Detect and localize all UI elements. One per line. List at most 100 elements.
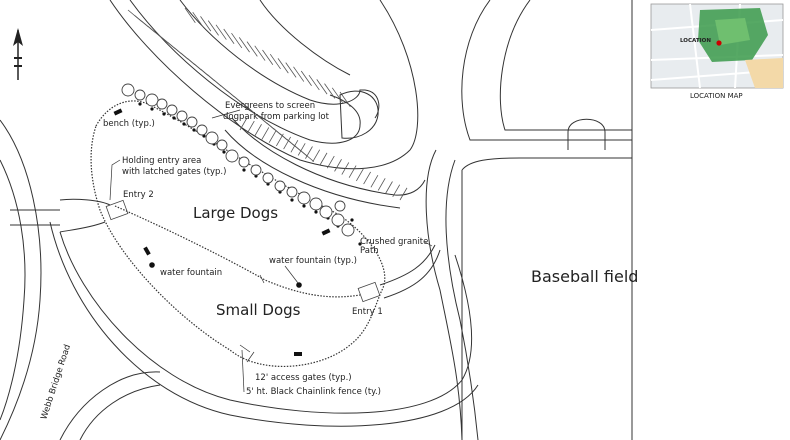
evergreen-tree-icon — [121, 83, 135, 97]
parking-stall-line — [276, 133, 284, 147]
parking-stall-line — [324, 83, 336, 99]
parking-stall-line — [305, 146, 313, 159]
parking-stall-line — [285, 62, 297, 78]
parking-stall-line — [363, 171, 371, 185]
parking-stall-line — [254, 45, 266, 61]
shrub-dot-icon — [138, 102, 142, 106]
parking-stall-line — [207, 20, 219, 36]
shrub-dot-icon — [172, 116, 176, 120]
parking-stall-line — [246, 41, 258, 57]
parking-stall-line — [316, 79, 328, 95]
road-label: Webb Bridge Road — [39, 343, 73, 421]
shrub-dot-icon — [222, 150, 226, 154]
evergreen-tree-icon — [297, 191, 311, 205]
parking-stall-line — [297, 143, 306, 156]
parking-stall-line — [293, 66, 305, 82]
evergreen-tree-icon — [331, 213, 345, 227]
shrub-dot-icon — [162, 112, 166, 116]
location-map-caption: LOCATION MAP — [690, 92, 743, 100]
roads — [0, 0, 632, 440]
evergreen-tree-icon — [238, 156, 250, 168]
shrub-dot-icon — [182, 122, 186, 126]
evergreen-tree-icon — [216, 139, 228, 151]
holding-area-label-1: Holding entry area — [122, 156, 201, 166]
evergreen-tree-icon — [166, 104, 178, 116]
evergreen-tree-icon — [250, 164, 262, 176]
entry-1-label: Entry 1 — [352, 307, 383, 317]
parking-stall-line — [341, 162, 350, 175]
parking-stall-line — [192, 11, 204, 28]
entry-1-gate — [357, 281, 381, 303]
shrub-dot-icon — [358, 242, 362, 246]
parking-stall-line — [392, 184, 401, 198]
crushed-granite-label-1: Crushed granite — [360, 237, 428, 247]
parking-stall-line — [238, 37, 250, 53]
shrub-dot-icon — [314, 210, 318, 214]
entry-2-gate — [105, 199, 129, 221]
parking-stall-line — [283, 136, 291, 150]
evergreen-tree-icon — [334, 200, 346, 212]
north-arrow-icon — [13, 28, 23, 80]
evergreens-label-1: Evergreens to screen — [225, 101, 315, 111]
parking-stall-line — [254, 124, 262, 137]
fence-label: 5' ht. Black Chainlink fence (ty.) — [246, 387, 381, 397]
parking-stall-line — [377, 178, 386, 191]
parking-stall-line — [268, 130, 277, 143]
water-fountain-right-icon — [296, 282, 302, 288]
crushed-granite-label-2: Path — [360, 246, 379, 256]
evergreen-tree-icon — [205, 131, 219, 145]
evergreen-tree-icon — [134, 89, 146, 101]
evergreen-tree-icon — [262, 172, 274, 184]
parking-stall-line — [326, 155, 335, 169]
evergreens-label-2: dogpark from parking lot — [223, 112, 330, 122]
shrub-dot-icon — [150, 107, 154, 111]
parking-stall-line — [269, 53, 281, 70]
parking-stall-line — [356, 168, 364, 182]
parking-stall-line — [277, 58, 289, 74]
large-dogs-label: Large Dogs — [193, 204, 278, 222]
parking-stall-line — [200, 16, 212, 32]
water-fountain-left-icon — [149, 262, 155, 268]
shrub-dot-icon — [242, 168, 246, 172]
shrub-dot-icon — [192, 128, 196, 132]
evergreen-tree-icon — [341, 223, 355, 237]
parking-stall-line — [334, 159, 342, 172]
small-dogs-label: Small Dogs — [216, 301, 301, 319]
parking-stall-line — [300, 70, 312, 86]
evergreen-tree-icon — [145, 93, 159, 107]
shrub-dot-icon — [350, 218, 354, 222]
evergreen-trees — [121, 83, 362, 246]
holding-area-label-2: with latched gates (typ.) — [122, 167, 226, 177]
evergreen-tree-icon — [156, 98, 168, 110]
parking-stall-line — [312, 149, 321, 163]
parking-stall-line — [370, 174, 379, 188]
baseball-field-label: Baseball field — [531, 267, 638, 286]
evergreen-tree-icon — [274, 180, 286, 192]
bench-icons — [113, 108, 331, 356]
parking-stall-line — [246, 120, 255, 134]
entry-2-label: Entry 2 — [123, 190, 154, 200]
evergreen-tree-icon — [225, 149, 239, 163]
parking-stall-line — [331, 87, 343, 103]
evergreen-tree-icon — [309, 197, 323, 211]
parking-stall-line — [399, 187, 408, 201]
evergreen-tree-icon — [186, 116, 198, 128]
parking-stall-line — [215, 24, 227, 40]
evergreen-tree-icon — [196, 124, 208, 136]
evergreen-tree-icon — [286, 186, 298, 198]
location-map: LOCATION — [650, 3, 784, 89]
location-marker-label: LOCATION — [680, 38, 711, 44]
evergreen-tree-icon — [319, 205, 333, 219]
parking-lot — [109, 0, 426, 209]
parking-stall-line — [385, 181, 393, 194]
parking-stall-line — [290, 139, 299, 153]
parking-stall-line — [184, 7, 196, 23]
parking-stall-line — [261, 127, 270, 140]
shrub-dot-icon — [302, 204, 306, 208]
shrub-dot-icon — [290, 198, 294, 202]
parking-stall-line — [319, 152, 328, 166]
parking-stall-line — [223, 28, 235, 44]
parking-stall-line — [231, 32, 243, 49]
parking-stall-line — [308, 74, 320, 91]
